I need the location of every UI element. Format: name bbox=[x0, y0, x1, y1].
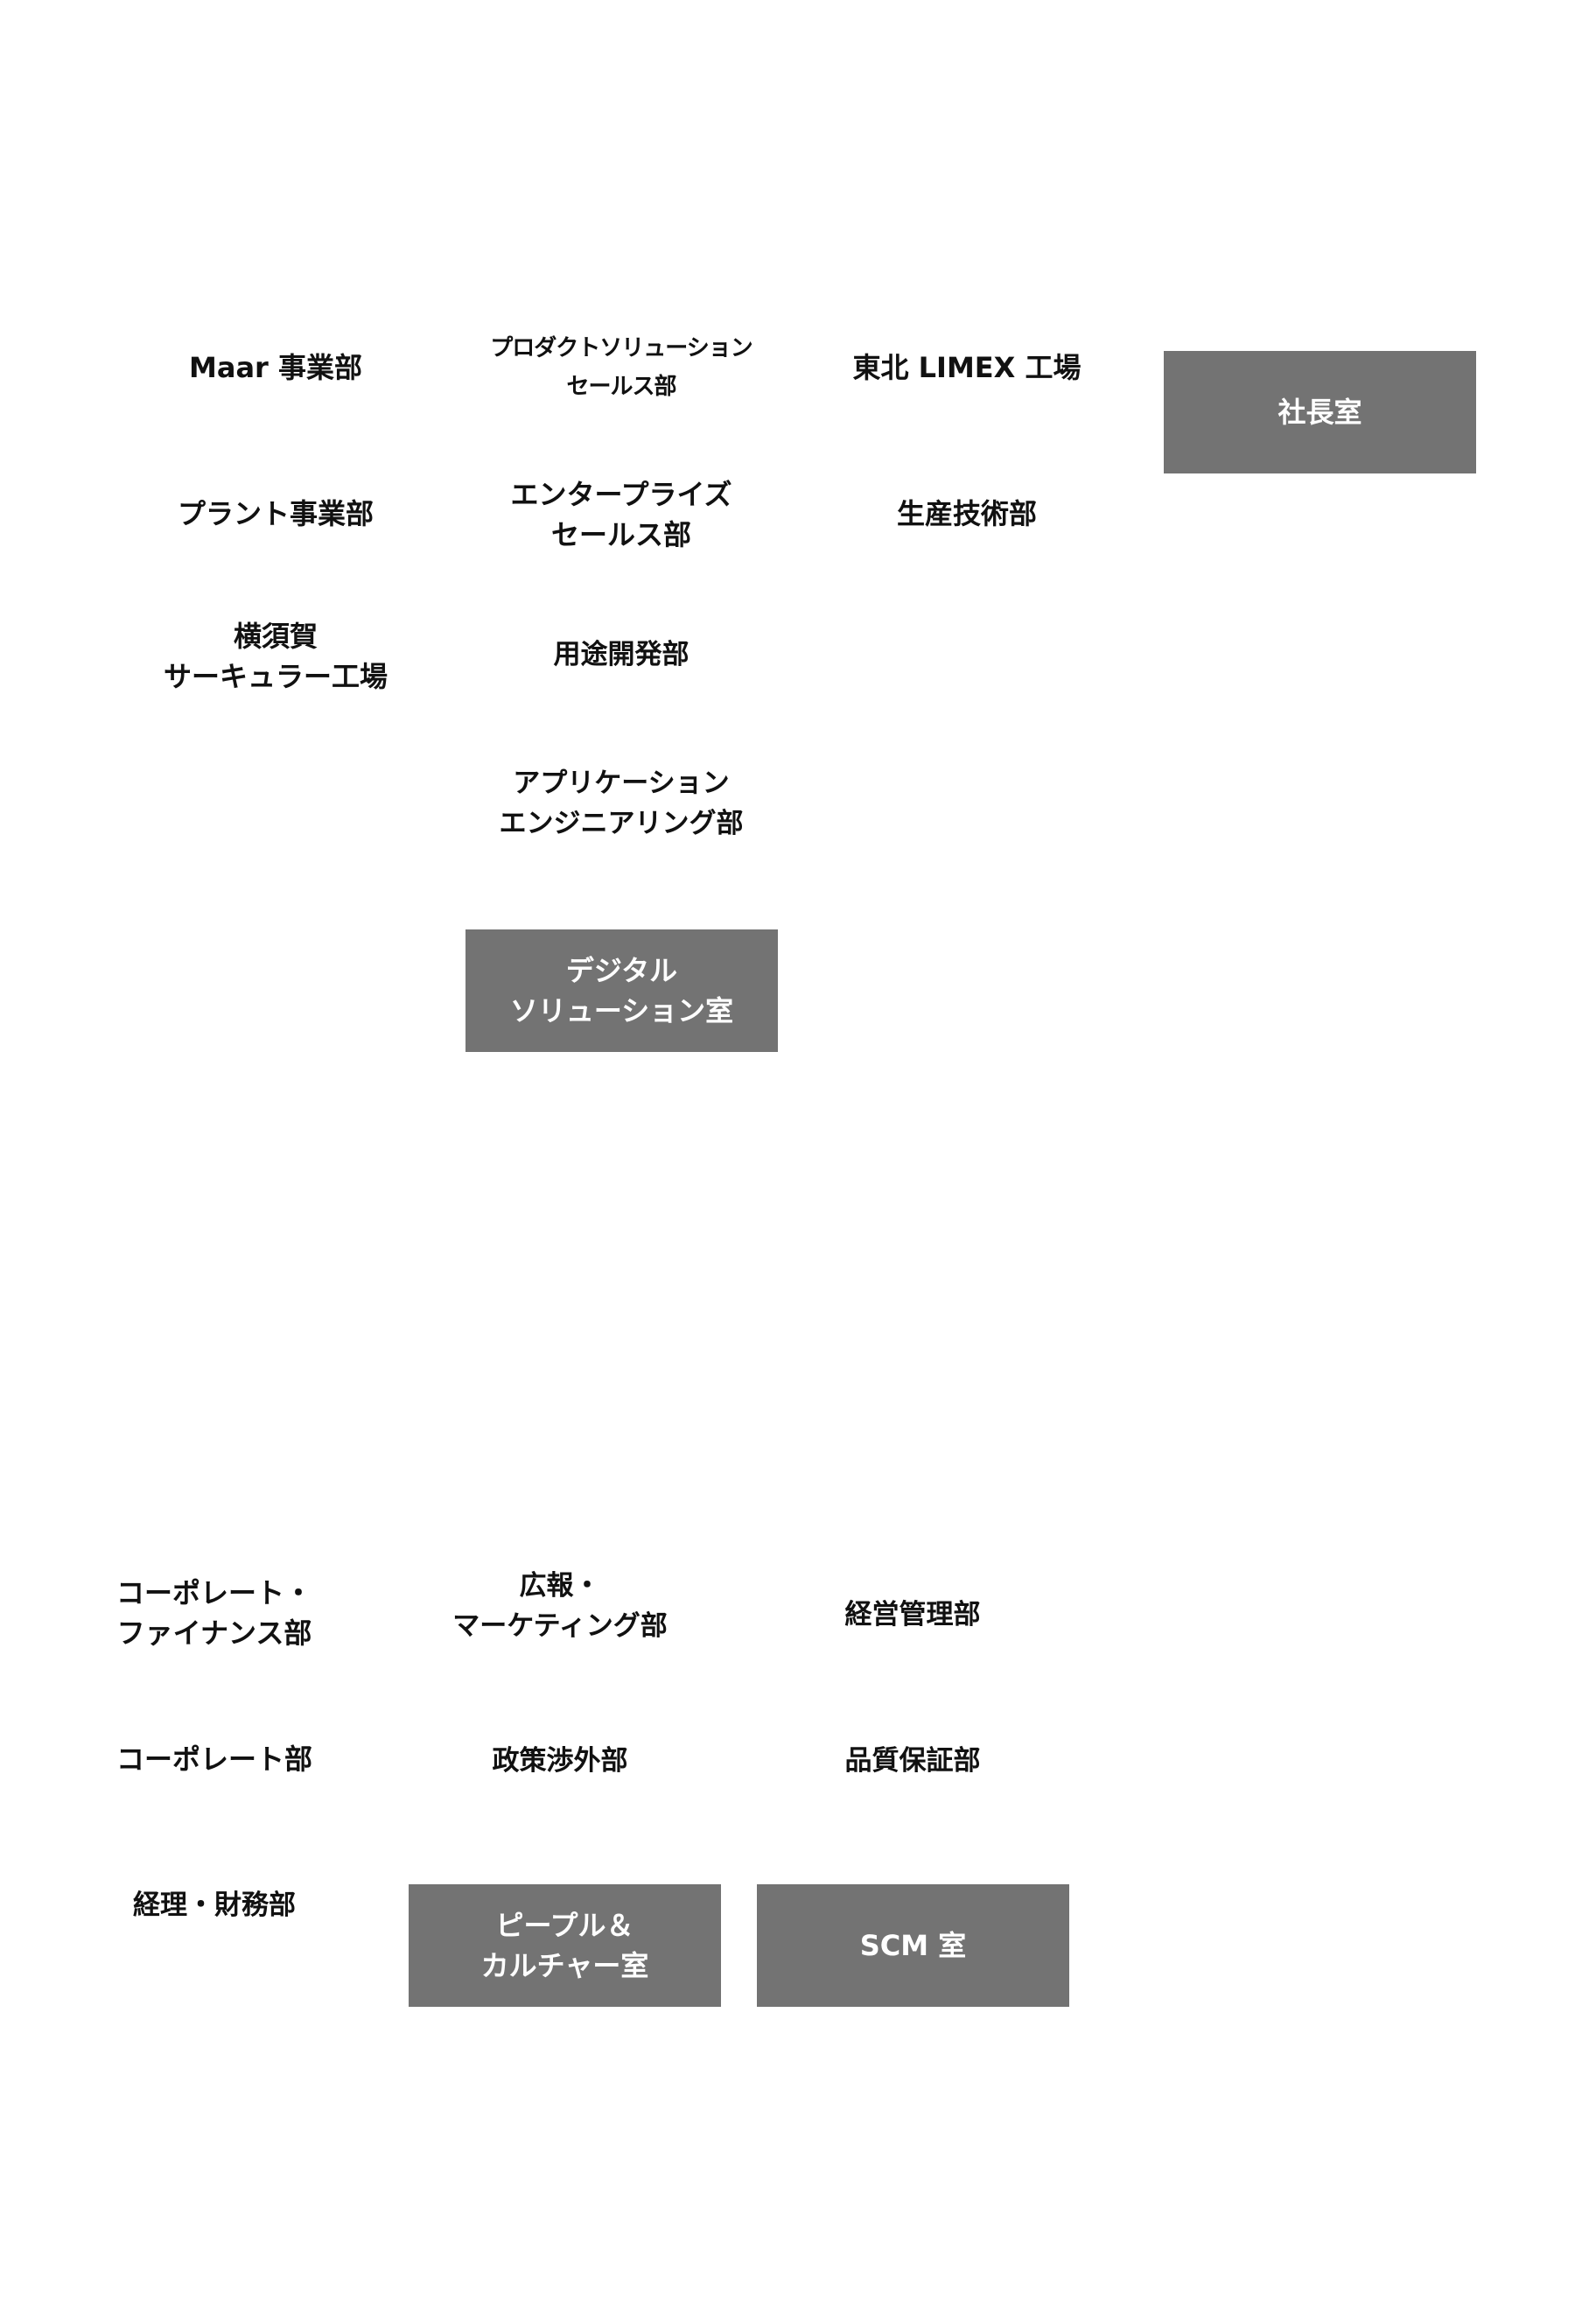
people-culture-box: ピープル＆ カルチャー室 bbox=[409, 1884, 721, 2007]
dept-label: 広報・ マーケティング部 bbox=[452, 1570, 668, 1642]
president-office-box: 社長室 bbox=[1164, 351, 1476, 473]
digital-solutions-box: デジタル ソリューション室 bbox=[466, 929, 778, 1052]
dept-label: 横須賀 サーキュラー工場 bbox=[163, 620, 388, 693]
dept-label: アプリケーション エンジニアリング部 bbox=[499, 768, 744, 839]
dept-label: 生産技術部 bbox=[896, 497, 1037, 530]
dept-label: 経理・財務部 bbox=[133, 1890, 296, 1921]
scm-office-box: SCM 室 bbox=[757, 1884, 1069, 2007]
dept-label: 経営管理部 bbox=[844, 1599, 981, 1630]
dept-label: 政策渉外部 bbox=[492, 1745, 628, 1777]
dept-label: 品質保証部 bbox=[844, 1745, 981, 1777]
dept-label: コーポレート・ ファイナンス部 bbox=[116, 1576, 312, 1650]
dept-label: 用途開発部 bbox=[553, 639, 690, 670]
dept-label: コーポレート部 bbox=[116, 1743, 312, 1776]
dept-label: 東北 LIMEX 工場 bbox=[852, 351, 1082, 384]
dept-label: プロダクトソリューション セールス部 bbox=[490, 335, 752, 400]
dept-label: プラント事業部 bbox=[177, 497, 374, 530]
dept-label: エンタープライズ セールス部 bbox=[510, 478, 732, 551]
dept-label: Maar 事業部 bbox=[189, 351, 362, 384]
